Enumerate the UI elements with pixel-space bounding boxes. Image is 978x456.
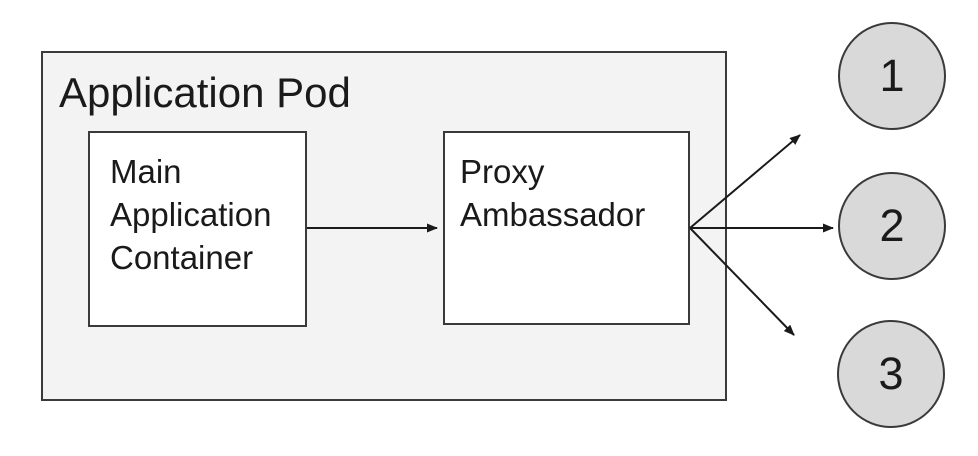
endpoint-circle-3: 3 (837, 320, 945, 428)
node-main-application-container: Main Application Container (88, 131, 307, 327)
proxy-ambassador-label: Proxy Ambassador (460, 153, 646, 233)
endpoint-2-label: 2 (879, 200, 905, 251)
main-application-container-label: Main Application Container (110, 153, 272, 276)
application-pod-label: Application Pod (59, 69, 351, 116)
endpoint-circle-2: 2 (838, 172, 946, 280)
endpoint-circle-1: 1 (838, 22, 946, 130)
endpoint-3-label: 3 (878, 348, 904, 399)
endpoint-1-label: 1 (879, 50, 905, 101)
node-proxy-ambassador: Proxy Ambassador (443, 131, 690, 325)
